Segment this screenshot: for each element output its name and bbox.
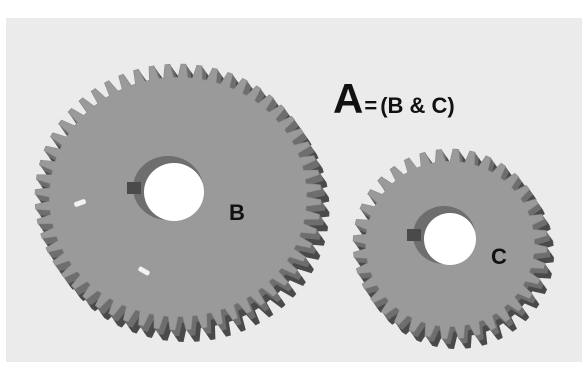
gear-b-pin-hole (74, 199, 86, 207)
gear-c-keyway (407, 229, 421, 241)
gear-b (34, 63, 330, 342)
gear-c-bore (424, 213, 476, 265)
formula-lhs: A (333, 75, 363, 122)
gear-c (352, 148, 554, 349)
gear-b-keyway (127, 182, 141, 194)
formula-rhs: (B & C) (380, 93, 455, 118)
gear-c-label: C (491, 244, 507, 269)
formula-equals: = (364, 93, 378, 118)
gear-b-pin-hole (138, 266, 150, 276)
gear-formula: A=(B & C) (333, 78, 455, 120)
gear-b-label: B (229, 200, 245, 225)
gear-b-bore (144, 163, 204, 221)
